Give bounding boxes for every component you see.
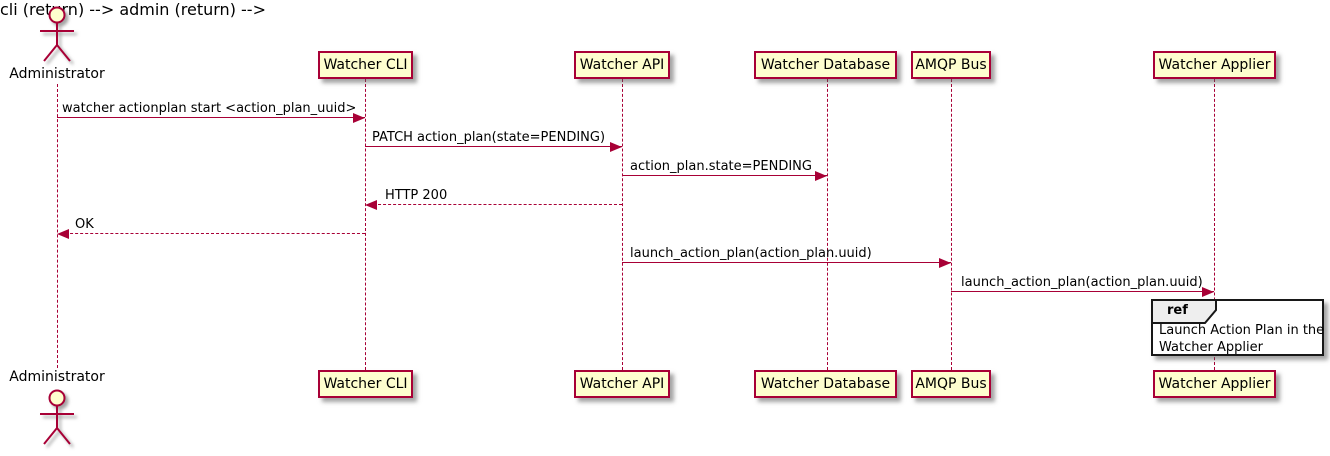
participant-label: AMQP Bus [915,376,987,392]
message-line [57,117,365,118]
lifeline-amqp-bus [951,79,952,370]
arrowhead-right-icon [815,171,827,181]
participant-watcher-api-bottom: Watcher API [574,370,670,398]
participant-watcher-applier-top: Watcher Applier [1153,51,1276,79]
arrowhead-right-icon [610,142,622,152]
arrowhead-right-icon [1202,287,1214,297]
ref-text-line2: Watcher Applier [1159,340,1263,355]
lifeline-watcher-cli [365,79,366,370]
actor-icon [40,389,74,445]
participant-watcher-applier-bottom: Watcher Applier [1153,370,1276,398]
participant-amqp-bus-top: AMQP Bus [911,51,991,79]
message-label: launch_action_plan(action_plan.uuid) [630,246,872,261]
participant-amqp-bus-bottom: AMQP Bus [911,370,991,398]
ref-tab-icon [1151,299,1217,324]
ref-keyword: ref [1167,303,1188,318]
arrowhead-right-icon [353,113,365,123]
participant-label: Watcher Applier [1158,376,1271,392]
participant-watcher-database-bottom: Watcher Database [754,370,897,398]
actor-label-top: Administrator [9,66,105,82]
message-label: watcher actionplan start <action_plan_uu… [62,101,357,116]
arrowhead-right-icon [939,258,951,268]
ref-text: Launch Action Plan in the Watcher Applie… [1159,322,1324,356]
message-line-dashed [60,233,365,234]
message-line [365,146,622,147]
message-line-dashed [368,204,622,205]
message-line [951,291,1214,292]
ref-fragment: ref Launch Action Plan in the Watcher Ap… [1151,299,1324,356]
arrowhead-left-icon [365,200,377,210]
message-label: PATCH action_plan(state=PENDING) [372,130,606,145]
participant-watcher-database-top: Watcher Database [754,51,897,79]
lifeline-watcher-applier [1214,79,1215,370]
participant-label: AMQP Bus [915,57,987,73]
participant-label: Watcher API [579,376,665,392]
participant-watcher-api-top: Watcher API [574,51,670,79]
arrowhead-left-icon [57,229,69,239]
lifeline-watcher-api [622,79,623,370]
message-line [622,175,827,176]
participant-label: Watcher API [579,57,665,73]
participant-watcher-cli-top: Watcher CLI [318,51,413,79]
lifeline-administrator [57,84,58,368]
participant-watcher-cli-bottom: Watcher CLI [318,370,413,398]
ref-text-line1: Launch Action Plan in the [1159,323,1325,338]
participant-label: Watcher Applier [1158,57,1271,73]
message-line [622,262,951,263]
actor-label-bottom: Administrator [9,369,105,385]
message-label: OK [75,217,94,232]
actor-icon [40,6,74,62]
participant-label: Watcher CLI [323,376,408,392]
message-label: action_plan.state=PENDING [630,159,812,174]
lifeline-watcher-database [827,79,828,370]
message-label: HTTP 200 [385,188,448,203]
participant-label: Watcher CLI [323,57,408,73]
participant-label: Watcher Database [760,57,891,73]
message-label: launch_action_plan(action_plan.uuid) [961,275,1203,290]
participant-label: Watcher Database [760,376,891,392]
